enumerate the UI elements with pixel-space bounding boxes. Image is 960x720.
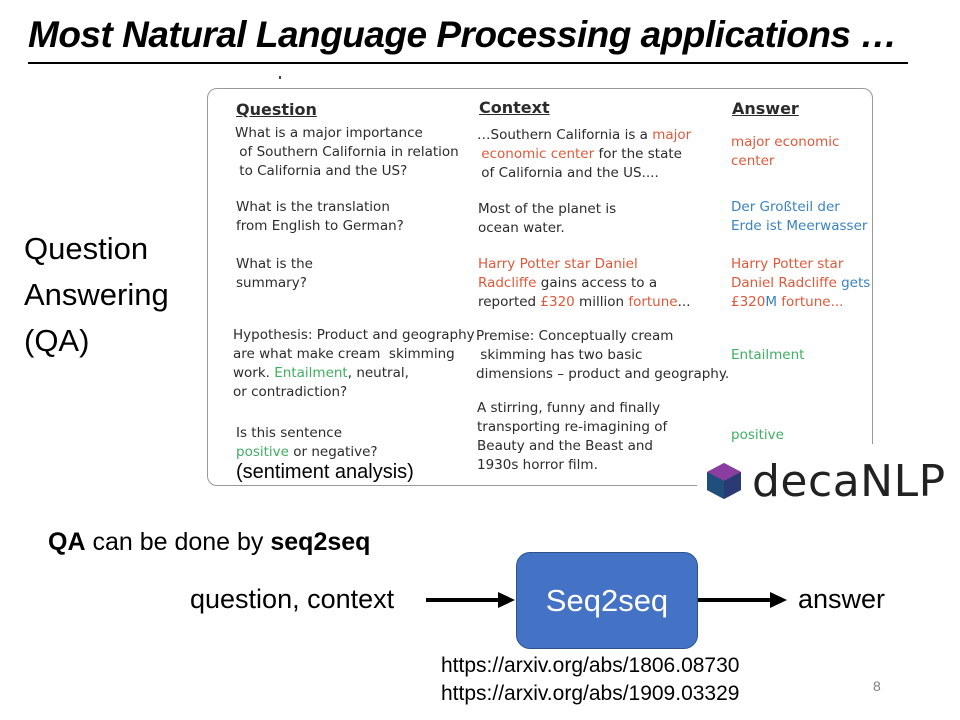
header-context: Context <box>479 98 550 117</box>
output-arrow <box>698 592 787 608</box>
page-number: 8 <box>873 678 881 694</box>
row1-context: …Southern California is a major economic… <box>477 127 692 181</box>
sentiment-analysis-note: (sentiment analysis) <box>236 461 414 483</box>
row4-answer: Entailment <box>731 347 805 363</box>
row2-answer: Der Großteil der Erde ist Meerwasser <box>731 199 868 234</box>
row2-question: What is the translation from English to … <box>236 199 404 234</box>
decanlp-example-panel <box>207 88 873 486</box>
decanlp-logo-text: decaNLP <box>752 456 946 507</box>
title-underline <box>28 62 908 64</box>
reference-link[interactable]: https://arxiv.org/abs/1909.03329 <box>441 682 740 705</box>
row4-question: Hypothesis: Product and geography are wh… <box>233 327 475 400</box>
row1-answer: major economic center <box>731 134 840 169</box>
decanlp-logo-icon <box>707 463 741 499</box>
row3-context: Harry Potter star Daniel Radcliffe gains… <box>478 256 691 310</box>
qa-label-line-3: (QA) <box>24 323 90 358</box>
reference-links: https://arxiv.org/abs/1806.08730 https:/… <box>441 652 739 708</box>
row3-question: What is the summary? <box>236 256 313 291</box>
row4-context: Premise: Conceptually cream skimming has… <box>476 328 730 382</box>
reference-link[interactable]: https://arxiv.org/abs/1806.08730 <box>441 654 740 677</box>
row3-answer: Harry Potter star Daniel Radcliffe gets … <box>731 256 871 310</box>
header-question: Question <box>236 100 317 119</box>
input-arrow <box>426 592 515 608</box>
slide-title: Most Natural Language Processing applica… <box>28 14 897 55</box>
qa-seq2seq-statement: QA can be done by seq2seq <box>48 528 371 556</box>
header-answer: Answer <box>732 99 799 118</box>
qa-label-line-2: Answering <box>24 277 169 312</box>
input-label: question, context <box>190 584 395 614</box>
row5-context: A stirring, funny and finally transporti… <box>477 400 668 473</box>
qa-label-line-1: Question <box>24 231 149 266</box>
row5-answer: positive <box>731 427 784 443</box>
output-label: answer <box>798 584 886 614</box>
seq2seq-box: Seq2seq <box>516 552 698 649</box>
qa-side-label: Question Answering (QA) <box>24 226 169 364</box>
row1-question: What is a major importance of Southern C… <box>235 125 459 179</box>
row2-context: Most of the planet is ocean water. <box>478 201 617 236</box>
stray-dot <box>279 76 281 79</box>
row5-question: Is this sentence positive or negative? <box>236 425 378 460</box>
